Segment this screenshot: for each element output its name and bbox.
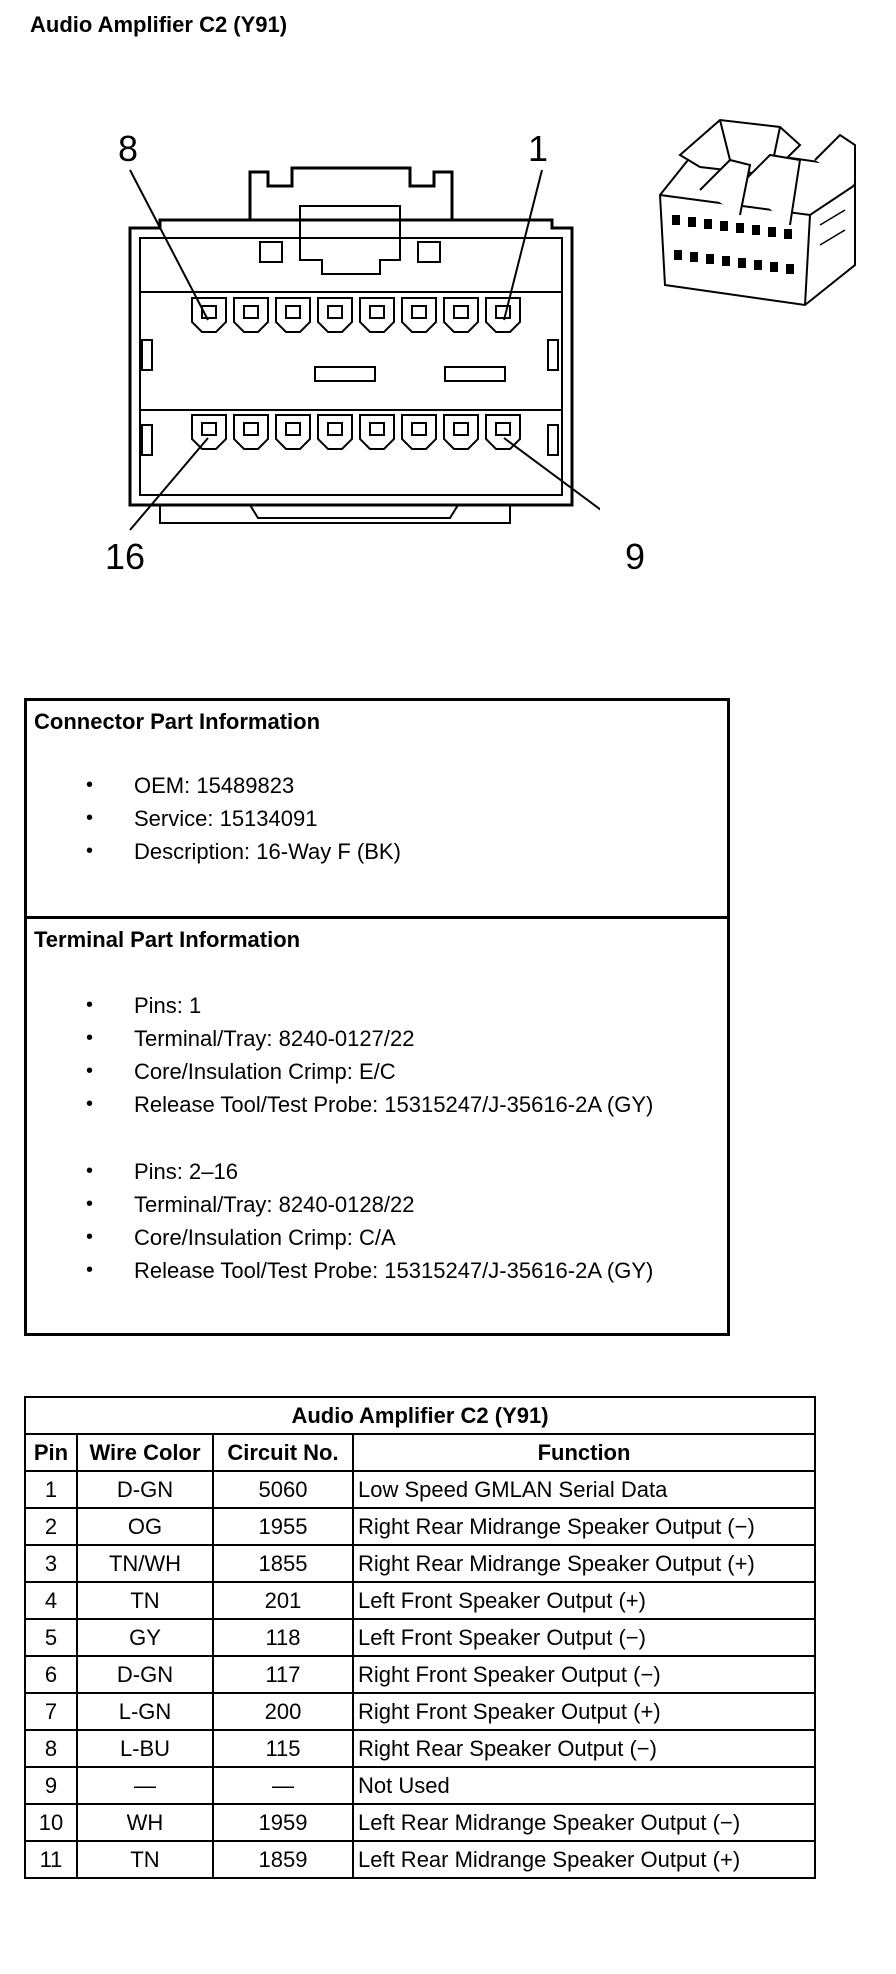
wire-color-cell: TN: [76, 1581, 214, 1620]
pin-callout-8: 8: [118, 128, 139, 169]
circuit-cell: 1855: [212, 1544, 354, 1583]
column-header-function: Function: [352, 1433, 816, 1472]
wire-color-cell: WH: [76, 1803, 214, 1842]
list-item: Pins: 1: [34, 989, 720, 1022]
terminal-part-list-pins2-16: Pins: 2–16 Terminal/Tray: 8240-0128/22 C…: [34, 1155, 720, 1287]
function-cell: Right Front Speaker Output (−): [352, 1655, 816, 1694]
circuit-cell: 1959: [212, 1803, 354, 1842]
function-cell: Left Front Speaker Output (−): [352, 1618, 816, 1657]
list-item: Release Tool/Test Probe: 15315247/J-3561…: [34, 1254, 720, 1287]
connector-part-list: OEM: 15489823 Service: 15134091 Descript…: [34, 769, 720, 868]
table-title: Audio Amplifier C2 (Y91): [24, 1396, 816, 1435]
list-item: Terminal/Tray: 8240-0128/22: [34, 1188, 720, 1221]
wire-color-cell: D-GN: [76, 1470, 214, 1509]
list-item: Description: 16-Way F (BK): [34, 835, 720, 868]
list-item: Core/Insulation Crimp: E/C: [34, 1055, 720, 1088]
function-cell: Right Rear Speaker Output (−): [352, 1729, 816, 1768]
list-item: Core/Insulation Crimp: C/A: [34, 1221, 720, 1254]
pin-function-table: Audio Amplifier C2 (Y91) Pin Wire Color …: [24, 1396, 816, 1879]
connector-part-heading: Connector Part Information: [34, 709, 321, 734]
pin-callout-9: 9: [625, 536, 646, 577]
connector-perspective-image: [658, 118, 856, 307]
pin-callout-1: 1: [528, 128, 549, 169]
wire-color-cell: L-BU: [76, 1729, 214, 1768]
pin-cell: 9: [24, 1766, 78, 1805]
function-cell: Left Front Speaker Output (+): [352, 1581, 816, 1620]
function-cell: Left Rear Midrange Speaker Output (−): [352, 1803, 816, 1842]
circuit-cell: 1859: [212, 1840, 354, 1879]
pin-cell: 3: [24, 1544, 78, 1583]
part-information-box: Connector Part Information OEM: 15489823…: [24, 698, 730, 1336]
pin-cell: 10: [24, 1803, 78, 1842]
wire-color-cell: TN: [76, 1840, 214, 1879]
list-item: Terminal/Tray: 8240-0127/22: [34, 1022, 720, 1055]
terminal-part-list-pin1: Pins: 1 Terminal/Tray: 8240-0127/22 Core…: [34, 989, 720, 1121]
table-row: 9——Not Used: [24, 1766, 816, 1805]
list-item: Pins: 2–16: [34, 1155, 720, 1188]
wire-color-cell: OG: [76, 1507, 214, 1546]
function-cell: Right Rear Midrange Speaker Output (−): [352, 1507, 816, 1546]
circuit-cell: —: [212, 1766, 354, 1805]
wire-color-cell: —: [76, 1766, 214, 1805]
column-header-circuit-no: Circuit No.: [212, 1433, 354, 1472]
pin-callout-16: 16: [105, 536, 146, 577]
pin-cell: 8: [24, 1729, 78, 1768]
function-cell: Low Speed GMLAN Serial Data: [352, 1470, 816, 1509]
page-title: Audio Amplifier C2 (Y91): [30, 12, 288, 37]
circuit-cell: 5060: [212, 1470, 354, 1509]
pin-cell: 6: [24, 1655, 78, 1694]
function-cell: Left Rear Midrange Speaker Output (+): [352, 1840, 816, 1879]
terminal-part-heading: Terminal Part Information: [34, 927, 301, 952]
circuit-cell: 201: [212, 1581, 354, 1620]
function-cell: Not Used: [352, 1766, 816, 1805]
terminal-part-section: Terminal Part Information Pins: 1 Termin…: [27, 919, 727, 1291]
pin-cell: 11: [24, 1840, 78, 1879]
wire-color-cell: TN/WH: [76, 1544, 214, 1583]
circuit-cell: 200: [212, 1692, 354, 1731]
connector-part-section: Connector Part Information OEM: 15489823…: [27, 701, 727, 919]
list-item: Release Tool/Test Probe: 15315247/J-3561…: [34, 1088, 720, 1121]
function-cell: Right Rear Midrange Speaker Output (+): [352, 1544, 816, 1583]
pin-cell: 1: [24, 1470, 78, 1509]
connector-face-diagram: [128, 166, 600, 531]
circuit-cell: 115: [212, 1729, 354, 1768]
circuit-cell: 1955: [212, 1507, 354, 1546]
function-cell: Right Front Speaker Output (+): [352, 1692, 816, 1731]
wire-color-cell: GY: [76, 1618, 214, 1657]
pin-cell: 5: [24, 1618, 78, 1657]
column-header-pin: Pin: [24, 1433, 78, 1472]
list-item: OEM: 15489823: [34, 769, 720, 802]
circuit-cell: 118: [212, 1618, 354, 1657]
pin-cell: 4: [24, 1581, 78, 1620]
wire-color-cell: D-GN: [76, 1655, 214, 1694]
wire-color-cell: L-GN: [76, 1692, 214, 1731]
list-item: Service: 15134091: [34, 802, 720, 835]
column-header-wire-color: Wire Color: [76, 1433, 214, 1472]
pin-cell: 2: [24, 1507, 78, 1546]
pin-cell: 7: [24, 1692, 78, 1731]
circuit-cell: 117: [212, 1655, 354, 1694]
